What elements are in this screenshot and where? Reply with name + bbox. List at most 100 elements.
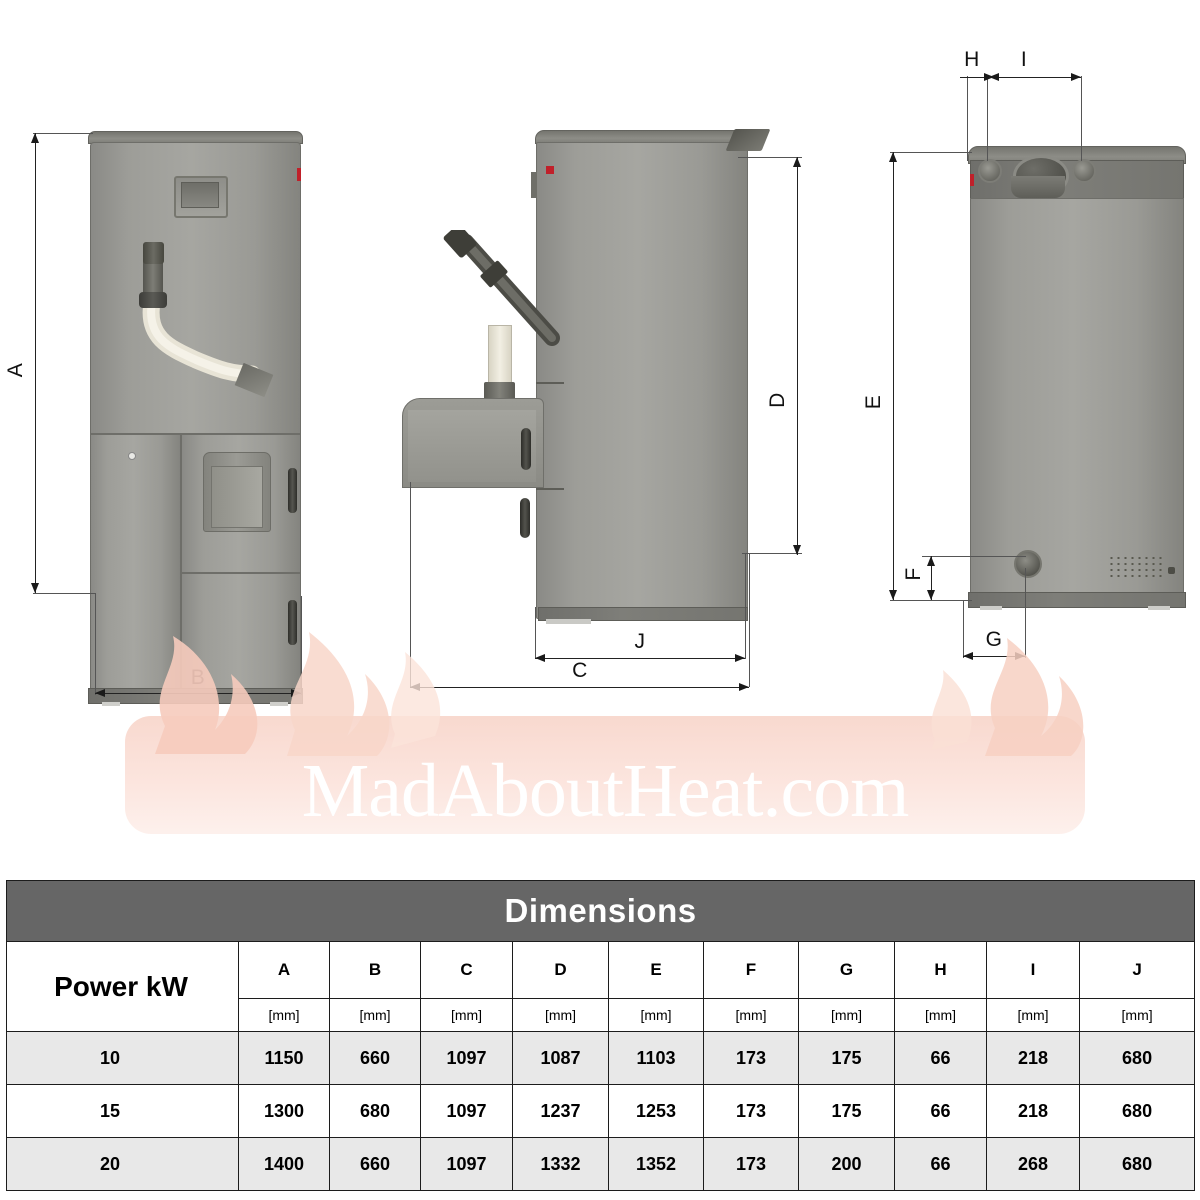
dim-a-ext-bottom (33, 593, 95, 594)
column-header-d: D (512, 941, 609, 999)
dim-e-arrow-bottom (889, 590, 897, 600)
door-lock-knob[interactable] (128, 452, 136, 460)
column-header-c: C (420, 941, 513, 999)
power-header: Power kW (6, 941, 239, 1032)
dim-j-arrow-right (735, 654, 745, 662)
cell-1-j: 680 (1078, 1084, 1196, 1138)
cell-1-c: 1097 (420, 1084, 513, 1138)
dim-c-ext-right (749, 554, 750, 687)
door-handle-lower[interactable] (288, 600, 297, 645)
dim-label-h: H (964, 48, 980, 71)
dim-j-ext-right (745, 554, 746, 659)
cell-2-i: 268 (986, 1137, 1080, 1191)
unit-cell-j: [mm] (1078, 998, 1196, 1032)
cell-1-i: 218 (986, 1084, 1080, 1138)
front-lower-left-door[interactable] (90, 434, 181, 700)
dim-label-e: E (862, 394, 885, 410)
side-handle-upper[interactable] (521, 428, 531, 470)
drain-valve[interactable] (1014, 550, 1042, 578)
feed-motor-head (143, 242, 164, 264)
cell-2-b: 660 (329, 1137, 421, 1191)
grille-screw (1168, 567, 1175, 574)
side-view: D J C (390, 110, 820, 710)
table-row: 15 1300 680 1097 1237 1253 173 175 66 21… (6, 1084, 1196, 1138)
pellet-auger-assembly (440, 224, 575, 410)
unit-cell-i: [mm] (986, 998, 1080, 1032)
cell-0-d: 1087 (512, 1031, 609, 1085)
display-screen (181, 182, 219, 208)
dim-d-ext-top (738, 157, 802, 158)
dim-h-ext-left (967, 76, 968, 161)
column-header-j: J (1078, 941, 1196, 999)
feed-hose (136, 293, 266, 401)
dim-j-arrow-left (535, 654, 545, 662)
technical-drawing-area: A B (0, 48, 1186, 834)
rear-main-panel (970, 198, 1184, 598)
column-header-f: F (703, 941, 799, 999)
dim-i-line (989, 77, 1081, 78)
dim-b-line (95, 693, 301, 694)
cell-0-e: 1103 (608, 1031, 704, 1085)
flue-pipe-skirt (1011, 176, 1065, 198)
dim-label-c: C (572, 659, 588, 682)
cell-2-d: 1332 (512, 1137, 609, 1191)
unit-cell-e: [mm] (608, 998, 704, 1032)
door-handle-upper[interactable] (288, 468, 297, 513)
dim-h-ext-right (987, 76, 988, 161)
dim-f-ext-top (922, 556, 1026, 557)
side-hinge-strip (531, 172, 537, 198)
unit-cell-a: [mm] (238, 998, 330, 1032)
dim-i-arrow-right (1071, 73, 1081, 81)
flue-outlet-collar (725, 129, 771, 151)
dim-g-arrow-right (1015, 652, 1025, 660)
row-power-0: 10 (6, 1031, 239, 1085)
column-header-e: E (608, 941, 704, 999)
dim-i-arrow-left (989, 73, 999, 81)
table-header-units-row: [mm] [mm] [mm] [mm] [mm] [mm] [mm] [mm] … (7, 998, 1196, 1032)
table-title-row: Dimensions (5, 880, 1196, 942)
cell-0-j: 680 (1078, 1031, 1196, 1085)
cell-1-f: 173 (703, 1084, 799, 1138)
dim-label-d: D (766, 392, 789, 408)
boss-left (978, 159, 1002, 183)
dim-label-b: B (190, 666, 206, 689)
dim-b-arrow-right (291, 689, 301, 697)
row-power-2: 20 (6, 1137, 239, 1191)
column-header-b: B (329, 941, 421, 999)
base-foot-left (102, 702, 120, 706)
dim-d-ext-bottom (742, 553, 802, 554)
dim-i-ext-right (1081, 76, 1082, 161)
dim-d-arrow-bottom (793, 545, 801, 555)
dim-f-arrow-bottom (927, 590, 935, 600)
dim-label-j: J (634, 630, 646, 653)
dim-b-ext-right (301, 596, 302, 695)
cell-0-a: 1150 (238, 1031, 330, 1085)
dim-c-ext-left (410, 482, 411, 687)
side-handle-lower[interactable] (520, 498, 530, 538)
front-view: A B (0, 110, 360, 710)
dim-a-arrow-bottom (31, 583, 39, 593)
dim-a-arrow-top (31, 133, 39, 143)
column-header-a: A (238, 941, 330, 999)
dim-d-arrow-top (793, 157, 801, 167)
cell-0-b: 660 (329, 1031, 421, 1085)
dim-a-ext-top (33, 133, 93, 134)
dim-e-line (893, 152, 894, 600)
dim-label-a: A (4, 362, 27, 378)
dimensions-table: Dimensions Power kW A B C D E F G H I J … (5, 880, 1196, 1191)
rear-status-light (970, 174, 974, 186)
dim-b-arrow-left (95, 689, 105, 697)
side-body-joint-lower (536, 488, 564, 490)
row-power-1: 15 (6, 1084, 239, 1138)
dim-e-ext-top (890, 152, 972, 153)
cell-2-h: 66 (894, 1137, 987, 1191)
watermark-text: MadAboutHeat.com (301, 749, 910, 833)
side-status-light (546, 166, 554, 174)
cell-0-h: 66 (894, 1031, 987, 1085)
dim-label-f: F (902, 567, 925, 581)
table-row: 10 1150 660 1097 1087 1103 173 175 66 21… (6, 1031, 1196, 1085)
cell-1-a: 1300 (238, 1084, 330, 1138)
base-foot-right (270, 702, 288, 706)
cell-1-d: 1237 (512, 1084, 609, 1138)
side-main-body (536, 142, 748, 619)
